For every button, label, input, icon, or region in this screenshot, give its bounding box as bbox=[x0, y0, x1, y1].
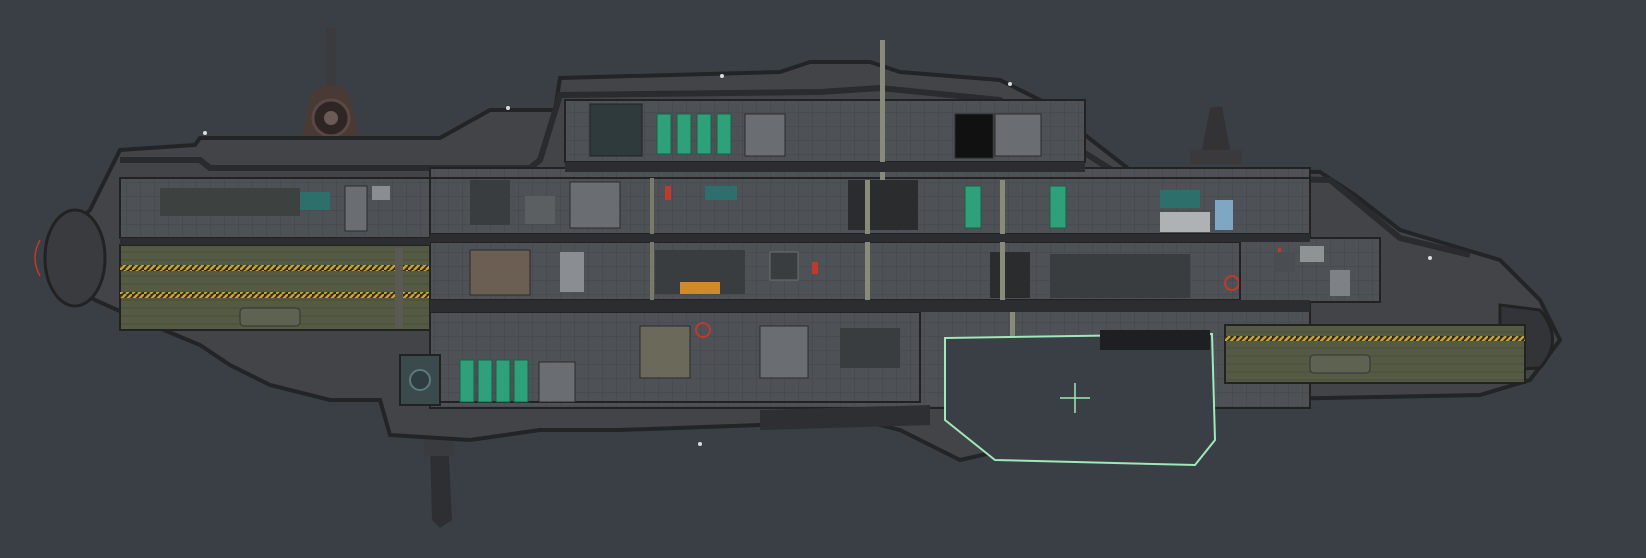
crosshair-icon bbox=[1060, 383, 1090, 413]
turret-top-right[interactable] bbox=[1190, 106, 1242, 164]
turret-bottom[interactable] bbox=[424, 436, 454, 528]
nose-cap-left bbox=[34, 208, 107, 308]
room-left-upper[interactable] bbox=[119, 177, 431, 239]
reactor[interactable] bbox=[399, 354, 441, 406]
deck-dividers bbox=[120, 162, 1310, 312]
room-upper-deck[interactable] bbox=[564, 99, 1086, 163]
docking-hatch-selection[interactable] bbox=[944, 332, 1217, 467]
command-room[interactable] bbox=[1239, 237, 1381, 303]
cargo-bay-left[interactable] bbox=[119, 244, 431, 331]
ladder-shafts bbox=[650, 40, 1015, 340]
turret-top-left[interactable] bbox=[300, 28, 362, 150]
room-lower-deck[interactable] bbox=[429, 311, 921, 403]
cargo-bay-right[interactable] bbox=[1224, 324, 1526, 384]
hull-lights bbox=[203, 74, 1432, 446]
